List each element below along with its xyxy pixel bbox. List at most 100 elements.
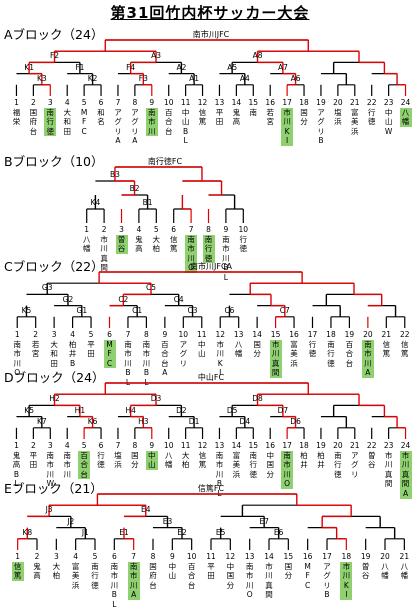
block-label: Bブロック（10） (4, 154, 104, 169)
team-number: 18 (326, 330, 336, 339)
team-number: 1 (15, 552, 21, 561)
team-number: 3 (119, 225, 124, 234)
team-number: 18 (341, 552, 352, 561)
team-name: 行徳 (367, 107, 376, 127)
team-number: 11 (180, 98, 191, 107)
team-number: 15 (248, 98, 259, 107)
match-label: C5 (146, 283, 157, 293)
match-label: A8 (252, 51, 263, 61)
match-label: E7 (259, 516, 269, 526)
team-number: 20 (380, 552, 390, 561)
match-label: E4 (140, 505, 151, 515)
match-label: H3 (138, 416, 149, 426)
team-name: 南行徳 (202, 234, 215, 264)
block-label: Dブロック（24） (4, 370, 105, 385)
team-number: 3 (53, 552, 59, 561)
team-number: 4 (64, 441, 70, 450)
team-number: 11 (206, 552, 216, 561)
match-label: D7 (277, 405, 289, 415)
match-label: K3 (36, 73, 47, 83)
block-champion: 南市川JFC (192, 30, 230, 39)
team-name: 大柏 (152, 234, 161, 254)
team-name: 中国分 (266, 450, 274, 479)
match-label: J2 (67, 516, 75, 526)
match-label: K4 (90, 198, 101, 207)
team-number: 10 (163, 98, 174, 107)
team-number: 8 (144, 330, 149, 339)
team-number: 14 (231, 98, 242, 107)
team-number: 8 (150, 552, 156, 561)
team-number: 19 (344, 330, 355, 339)
team-number: 8 (132, 441, 138, 450)
team-number: 12 (197, 441, 208, 450)
team-number: 23 (383, 98, 394, 107)
team-number: 2 (30, 441, 36, 450)
team-name: 信篤 (11, 561, 24, 581)
team-name: 八幡 (399, 107, 412, 127)
block-champion: 信篤FC (197, 484, 225, 493)
match-label: J3 (45, 505, 53, 515)
team-name: 国府台 (149, 561, 157, 590)
team-number: 14 (231, 441, 242, 450)
team-name: 行徳 (239, 234, 248, 254)
team-name: 百合台 (187, 561, 196, 590)
team-number: 1 (14, 330, 20, 339)
team-number: 3 (51, 330, 57, 339)
team-name: 八幡 (234, 339, 243, 359)
team-number: 10 (238, 225, 249, 234)
team-number: 3 (47, 441, 53, 450)
team-name: 百合台 (78, 450, 91, 480)
team-number: 21 (350, 98, 360, 107)
team-number: 8 (206, 225, 211, 234)
match-label: H4 (125, 405, 136, 415)
match-label: D5 (226, 405, 238, 415)
team-number: 9 (169, 552, 175, 561)
team-number: 10 (163, 441, 174, 450)
match-label: D2 (176, 405, 187, 415)
match-label: A3 (151, 51, 161, 61)
team-name: 平田 (207, 561, 215, 581)
team-number: 6 (107, 330, 112, 339)
team-name: 市川真間 (265, 561, 273, 600)
team-name: 南行徳 (334, 450, 342, 479)
team-name: 塩浜 (114, 450, 122, 470)
team-number: 4 (73, 552, 79, 561)
team-name: 国分 (284, 561, 293, 581)
team-name: 国府台 (29, 107, 38, 136)
team-name: アグリ (179, 339, 188, 368)
